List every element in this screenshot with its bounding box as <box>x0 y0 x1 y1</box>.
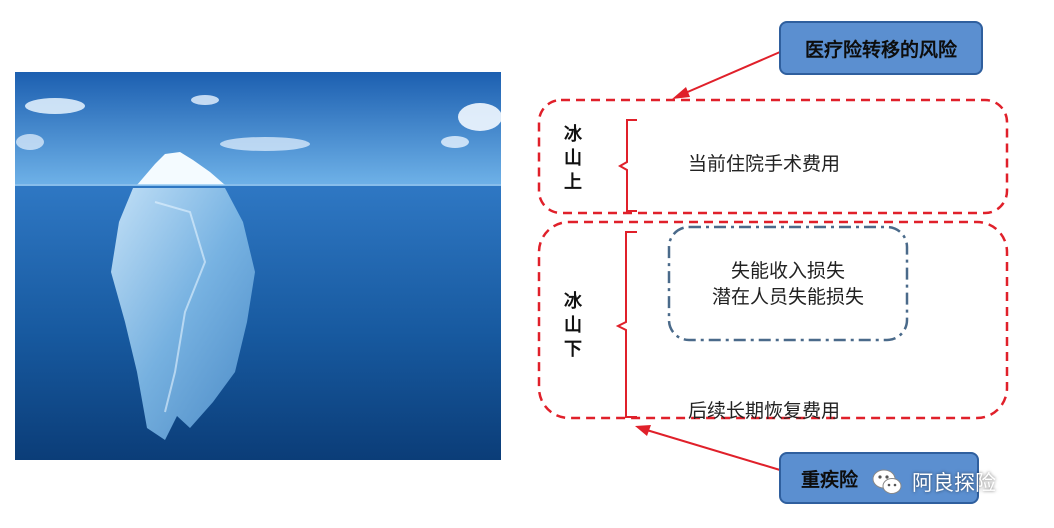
above-item-text: 当前住院手术费用 <box>688 153 841 175</box>
below-water-box <box>537 220 1009 420</box>
wechat-icon <box>872 469 902 494</box>
brace-below <box>615 231 637 418</box>
inner-loss-text: 失能收入损失 潜在人员失能损失 <box>669 258 907 310</box>
label-char: 冰 <box>564 291 582 312</box>
label-char: 山 <box>564 148 582 169</box>
arrow-top <box>675 51 781 98</box>
label-char: 山 <box>564 315 582 336</box>
label-above-water: 冰 山 上 <box>562 123 584 195</box>
brace-above <box>617 119 637 212</box>
inner-line: 潜在人员失能损失 <box>711 286 864 308</box>
iceberg-image <box>15 72 501 460</box>
above-water-box <box>537 98 1009 215</box>
label-char: 上 <box>564 172 582 193</box>
label-below-water: 冰 山 下 <box>562 290 584 362</box>
label-char: 冰 <box>564 124 582 145</box>
watermark-text: 阿良探险 <box>912 471 996 495</box>
watermark: 阿良探险 <box>870 462 1040 502</box>
inner-line: 失能收入损失 <box>730 260 845 282</box>
arrow-bottom <box>639 427 781 471</box>
callout-medical-risk: 医疗险转移的风险 <box>779 21 983 75</box>
below-item-text: 后续长期恢复费用 <box>688 400 841 422</box>
label-char: 下 <box>564 339 582 360</box>
inner-loss-box <box>667 225 909 342</box>
